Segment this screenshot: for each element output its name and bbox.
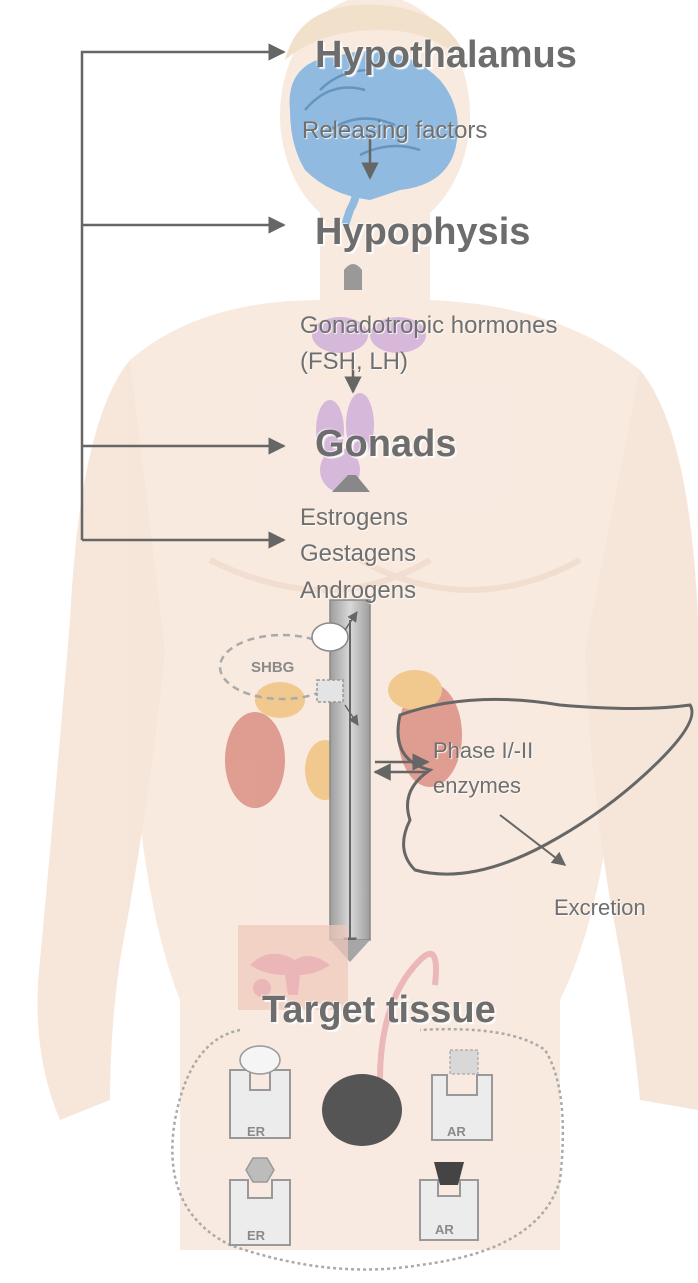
label-receptor-ar-2: AR — [435, 1222, 454, 1238]
label-shbg: SHBG — [251, 659, 294, 677]
label-androgens: Androgens — [300, 577, 416, 606]
label-gonadotropic-line1: Gonadotropic hormones — [300, 312, 557, 341]
label-receptor-er-2: ER — [247, 1228, 265, 1244]
label-estrogens: Estrogens — [300, 504, 408, 533]
nucleus — [322, 1074, 402, 1146]
label-target-tissue: Target tissue — [262, 988, 496, 1034]
label-releasing-factors: Releasing factors — [302, 117, 487, 146]
shbg-carrier-free — [312, 623, 348, 651]
label-receptor-er-1: ER — [247, 1124, 265, 1140]
label-phase-line2: enzymes — [433, 773, 521, 799]
pituitary-shape — [344, 264, 362, 290]
label-gonads: Gonads — [315, 422, 456, 468]
label-hypothalamus: Hypothalamus — [315, 33, 577, 79]
label-excretion: Excretion — [554, 895, 646, 921]
label-gonadotropic-line2: (FSH, LH) — [300, 348, 408, 377]
label-hypophysis: Hypophysis — [315, 210, 530, 256]
shbg-carrier-bound — [317, 680, 343, 702]
label-receptor-ar-1: AR — [447, 1124, 466, 1140]
circulation-tube — [330, 600, 370, 962]
label-gestagens: Gestagens — [300, 540, 416, 569]
label-phase-line1: Phase I/-II — [433, 738, 533, 764]
